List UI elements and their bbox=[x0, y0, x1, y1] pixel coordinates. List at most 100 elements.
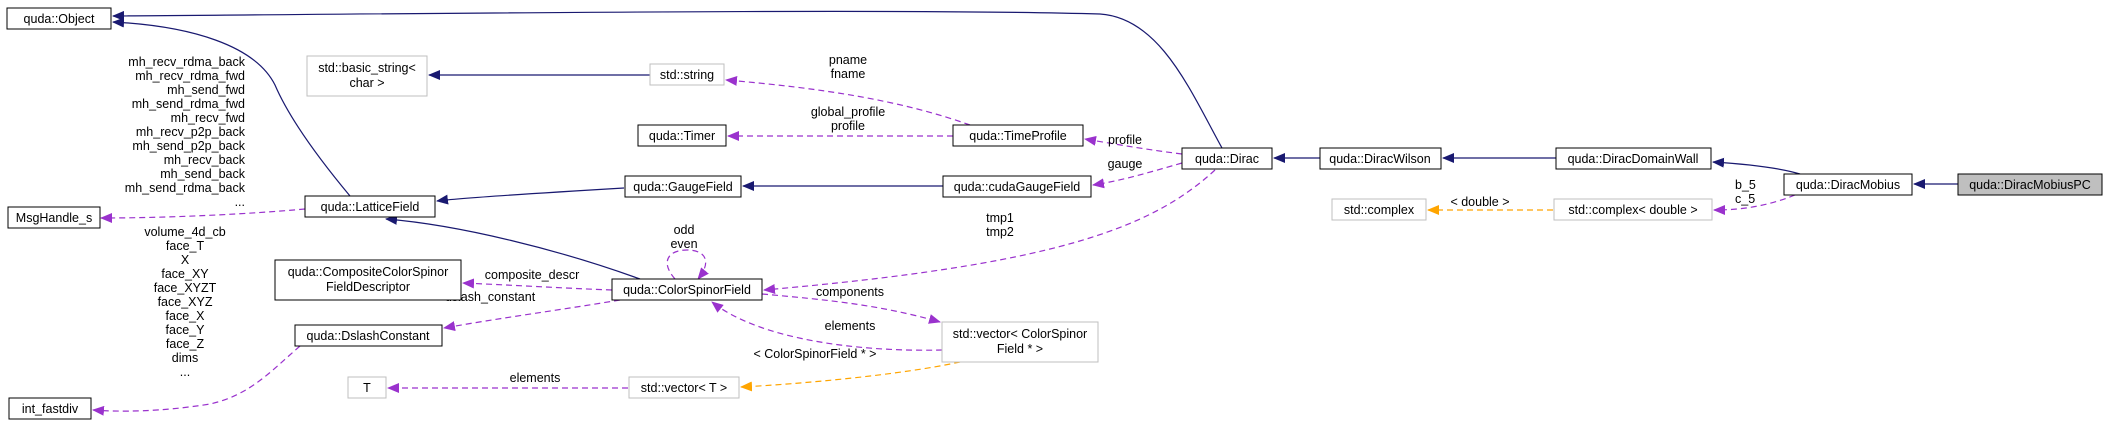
edge-gaugefield-to-latticefield bbox=[436, 187, 625, 205]
label-gauge: gauge bbox=[1108, 157, 1143, 171]
node-label: quda::Object bbox=[24, 12, 95, 26]
label-line: mh_recv_fwd bbox=[171, 111, 245, 125]
node-label: quda::cudaGaugeField bbox=[954, 180, 1081, 194]
label-line: mh_send_back bbox=[160, 167, 246, 181]
node-label: Field * > bbox=[997, 342, 1043, 356]
node-int-fastdiv[interactable]: int_fastdiv bbox=[8, 397, 92, 420]
node-label: quda::DiracMobius bbox=[1796, 178, 1900, 192]
node-t-param[interactable]: T bbox=[347, 376, 387, 399]
label-line: even bbox=[670, 237, 697, 251]
edge-latticefield-msghandle bbox=[100, 208, 306, 223]
node-std-basic-string[interactable]: std::basic_string< char > bbox=[306, 55, 428, 97]
node-quda-dslashconstant[interactable]: quda::DslashConstant bbox=[294, 324, 443, 347]
edge-vector-instantiation bbox=[740, 361, 961, 392]
node-quda-timeprofile[interactable]: quda::TimeProfile bbox=[952, 124, 1084, 147]
node-label: quda::DiracWilson bbox=[1329, 152, 1430, 166]
label-line: face_Z bbox=[166, 337, 205, 351]
node-std-vector-colorspinor[interactable]: std::vector< ColorSpinor Field * > bbox=[941, 321, 1099, 363]
node-label: std::complex bbox=[1344, 203, 1415, 217]
label-line: ... bbox=[180, 365, 190, 379]
label-line: odd bbox=[674, 223, 695, 237]
node-label: MsgHandle_s bbox=[16, 211, 92, 225]
label-line: mh_recv_rdma_fwd bbox=[135, 69, 245, 83]
node-quda-compositecolorspinor[interactable]: quda::CompositeColorSpinor FieldDescript… bbox=[274, 259, 462, 301]
label-b5-c5: b_5 c_5 bbox=[1735, 178, 1756, 206]
label-line: mh_recv_back bbox=[164, 153, 246, 167]
node-std-vector-t[interactable]: std::vector< T > bbox=[628, 376, 740, 399]
label-line: pname bbox=[829, 53, 867, 67]
edge-vector-colorspinorfield bbox=[711, 301, 943, 351]
label-elements-t: elements bbox=[510, 371, 561, 385]
edge-latticefield-to-object bbox=[112, 17, 351, 197]
node-std-string[interactable]: std::string bbox=[649, 63, 725, 86]
edge-colorspinorfield-to-latticefield bbox=[385, 214, 641, 280]
label-self-members: odd even bbox=[670, 223, 697, 251]
node-label: std::complex< double > bbox=[1568, 203, 1697, 217]
edge-dslash-fastdiv bbox=[92, 345, 301, 416]
label-dslash-constant: dslash_constant bbox=[445, 290, 536, 304]
label-composite-descr: composite_descr bbox=[485, 268, 580, 282]
label-line: face_XYZ bbox=[158, 295, 213, 309]
label-line: b_5 bbox=[1735, 178, 1756, 192]
label-line: face_X bbox=[166, 309, 206, 323]
edge-colorspinorfield-dslash bbox=[443, 299, 621, 331]
node-label: quda::DslashConstant bbox=[307, 329, 431, 343]
label-line: face_T bbox=[166, 239, 205, 253]
node-quda-gaugefield[interactable]: quda::GaugeField bbox=[624, 175, 742, 198]
node-quda-timer[interactable]: quda::Timer bbox=[637, 124, 727, 147]
label-line: mh_recv_p2p_back bbox=[136, 125, 246, 139]
label-components: components bbox=[816, 285, 884, 299]
node-quda-diracwilson[interactable]: quda::DiracWilson bbox=[1319, 147, 1442, 170]
node-label: std::string bbox=[660, 68, 714, 82]
node-label: int_fastdiv bbox=[22, 402, 79, 416]
label-string-members: pname fname bbox=[829, 53, 867, 81]
edge-dirac-to-object bbox=[112, 10, 1223, 149]
edge-timeprofile-string bbox=[725, 75, 971, 126]
node-quda-cudagaugefield[interactable]: quda::cudaGaugeField bbox=[942, 175, 1092, 198]
node-quda-colorspinorfield[interactable]: quda::ColorSpinorField bbox=[611, 278, 763, 301]
label-line: face_XYZT bbox=[154, 281, 217, 295]
node-quda-dirac[interactable]: quda::Dirac bbox=[1181, 147, 1273, 170]
node-quda-object[interactable]: quda::Object bbox=[6, 7, 112, 30]
label-fastdiv-members: volume_4d_cb face_T X face_XY face_XYZT … bbox=[144, 225, 225, 379]
label-double-template-args: < double > bbox=[1450, 195, 1509, 209]
label-line: face_XY bbox=[161, 267, 209, 281]
label-profile: profile bbox=[1108, 133, 1142, 147]
node-label: quda::LatticeField bbox=[321, 200, 420, 214]
node-label: quda::DiracDomainWall bbox=[1568, 152, 1699, 166]
edge-diracmobius-to-diracdomainwall bbox=[1712, 157, 1801, 175]
label-line: mh_recv_rdma_back bbox=[128, 55, 245, 69]
node-label: quda::DiracMobiusPC bbox=[1969, 178, 2091, 192]
label-line: ... bbox=[235, 195, 245, 209]
label-line: global_profile bbox=[811, 105, 885, 119]
node-std-complex[interactable]: std::complex bbox=[1331, 198, 1427, 221]
node-label: quda::ColorSpinorField bbox=[623, 283, 751, 297]
label-line: mh_send_p2p_back bbox=[132, 139, 245, 153]
edge-dirac-cudagaugefield bbox=[1092, 162, 1183, 189]
node-label: FieldDescriptor bbox=[326, 280, 410, 294]
node-label: std::vector< ColorSpinor bbox=[953, 327, 1087, 341]
node-label: std::vector< T > bbox=[641, 381, 727, 395]
node-quda-diracmobius[interactable]: quda::DiracMobius bbox=[1783, 173, 1913, 196]
label-line: X bbox=[181, 253, 190, 267]
label-line: mh_send_rdma_fwd bbox=[132, 97, 245, 111]
node-label: quda::Dirac bbox=[1195, 152, 1259, 166]
label-line: tmp1 bbox=[986, 211, 1014, 225]
node-label: std::basic_string< bbox=[318, 61, 416, 75]
node-quda-diracdomainwall[interactable]: quda::DiracDomainWall bbox=[1555, 147, 1712, 170]
label-line: dims bbox=[172, 351, 198, 365]
label-line: face_Y bbox=[166, 323, 206, 337]
label-msghandle-members: mh_recv_rdma_back mh_recv_rdma_fwd mh_se… bbox=[125, 55, 246, 209]
node-msghandle-s[interactable]: MsgHandle_s bbox=[7, 206, 101, 229]
node-quda-diracmobiuspc[interactable]: quda::DiracMobiusPC bbox=[1957, 173, 2103, 196]
edge-dirac-colorspinorfield bbox=[763, 169, 1216, 295]
label-line: mh_send_fwd bbox=[167, 83, 245, 97]
node-std-complex-double[interactable]: std::complex< double > bbox=[1553, 198, 1713, 221]
label-line: mh_send_rdma_back bbox=[125, 181, 246, 195]
label-line: c_5 bbox=[1735, 192, 1755, 206]
node-quda-latticefield[interactable]: quda::LatticeField bbox=[304, 195, 436, 218]
edge-colorspinorfield-composite bbox=[462, 278, 613, 291]
label-line: tmp2 bbox=[986, 225, 1014, 239]
label-elements-csf: elements bbox=[825, 319, 876, 333]
